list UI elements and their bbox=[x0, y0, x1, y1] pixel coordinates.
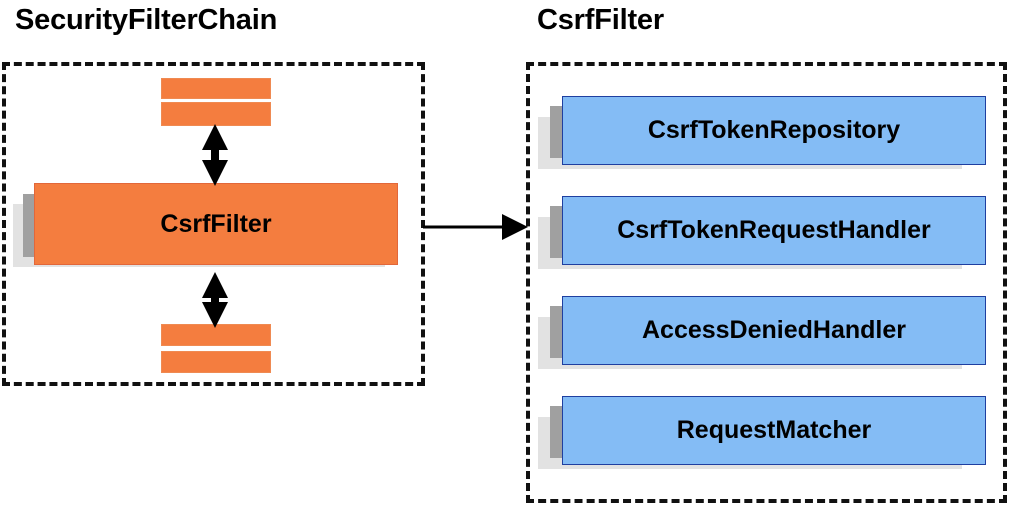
csrf-filter-card[interactable]: CsrfFilter bbox=[13, 183, 413, 288]
left-panel-title: SecurityFilterChain bbox=[15, 4, 278, 36]
filter-bar-below-1 bbox=[161, 324, 271, 346]
component-card-face[interactable]: RequestMatcher bbox=[562, 396, 986, 465]
component-card-face[interactable]: CsrfTokenRepository bbox=[562, 96, 986, 165]
filter-bar-above-1 bbox=[161, 78, 271, 99]
component-card-face[interactable]: AccessDeniedHandler bbox=[562, 296, 986, 365]
filter-bar-below-2 bbox=[161, 351, 271, 373]
component-card-label: AccessDeniedHandler bbox=[641, 316, 906, 344]
component-card-accessdeniedhandler[interactable]: AccessDeniedHandler bbox=[538, 296, 998, 388]
component-card-label: CsrfTokenRequestHandler bbox=[617, 216, 931, 244]
right-panel-title: CsrfFilter bbox=[537, 4, 664, 36]
component-card-face[interactable]: CsrfTokenRequestHandler bbox=[562, 196, 986, 265]
csrf-filter-card-face[interactable]: CsrfFilter bbox=[34, 183, 398, 265]
component-card-label: CsrfTokenRepository bbox=[647, 116, 901, 144]
filter-bar-above-2 bbox=[161, 102, 271, 126]
arrow-left-panel-to-right-panel bbox=[423, 214, 528, 240]
component-card-csrftokenrepository[interactable]: CsrfTokenRepository bbox=[538, 96, 998, 188]
security-filter-chain-container bbox=[2, 62, 425, 386]
csrf-filter-card-label: CsrfFilter bbox=[160, 209, 272, 238]
component-card-label: RequestMatcher bbox=[676, 416, 872, 444]
csrf-filter-container bbox=[526, 62, 1007, 503]
component-card-csrftokenrequesthandler[interactable]: CsrfTokenRequestHandler bbox=[538, 196, 998, 288]
component-card-requestmatcher[interactable]: RequestMatcher bbox=[538, 396, 998, 488]
